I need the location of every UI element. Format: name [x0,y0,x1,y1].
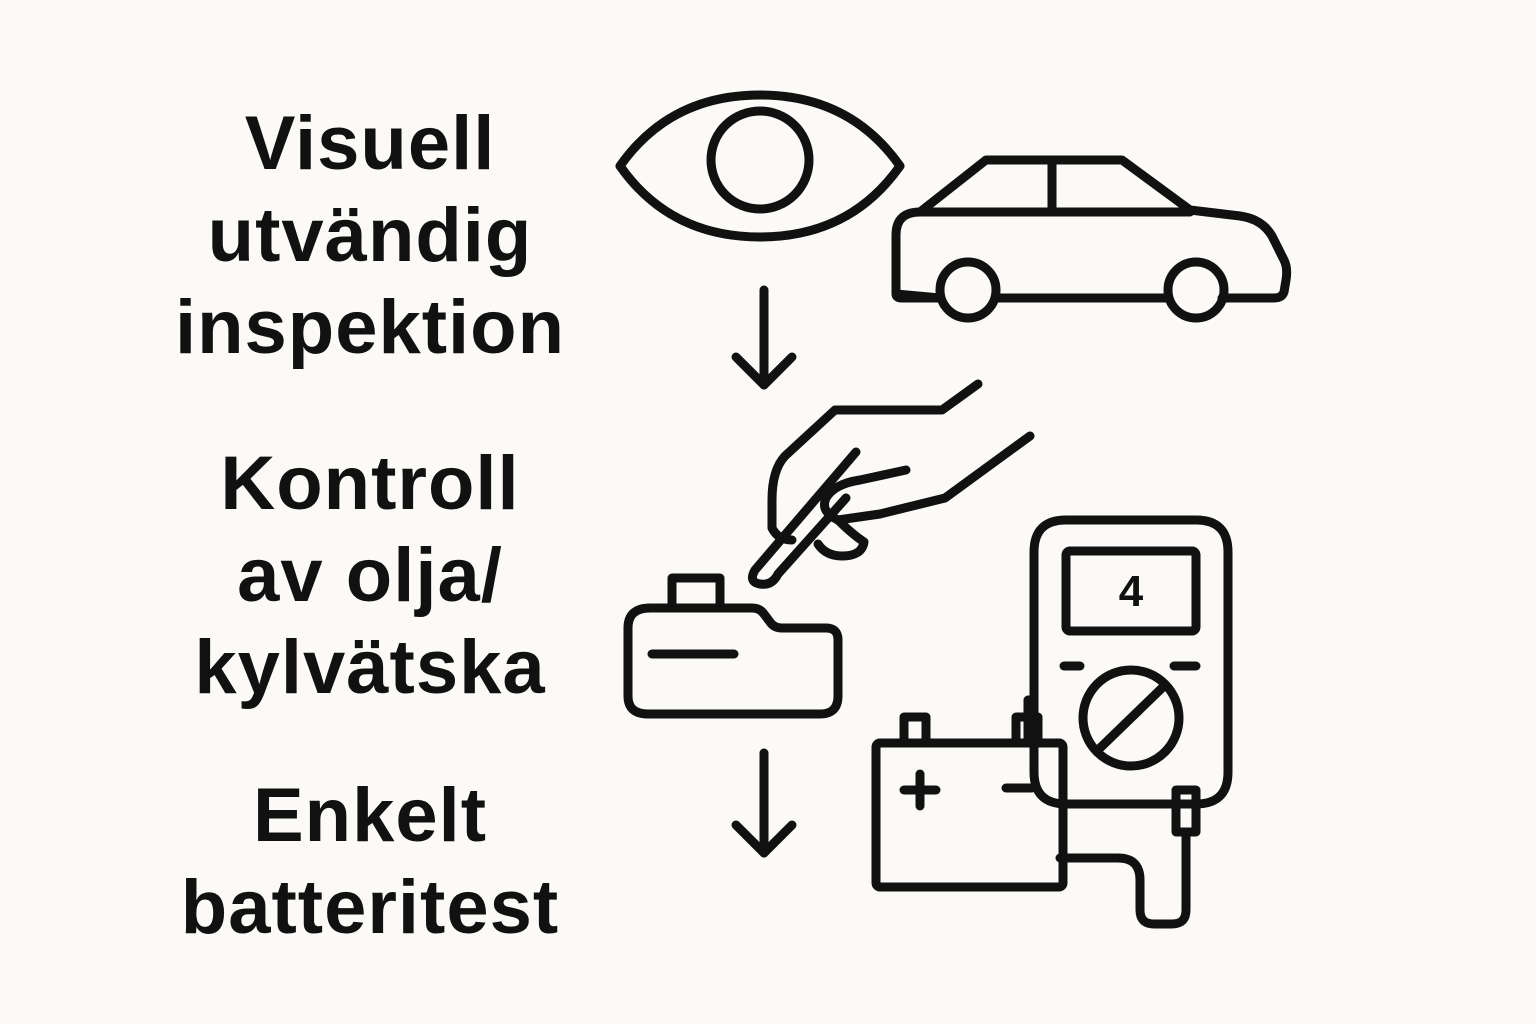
down-arrow-icon [731,285,797,390]
step-fluid-check-label: Kontroll av olja/ kylvätska [140,438,600,714]
step-battery-test-label: Enkelt batteritest [140,770,600,954]
step-label-line: kylvätska [194,625,546,710]
multimeter-display-value: 4 [1119,567,1144,616]
step-label-line: Visuell [244,101,496,186]
step-visual-inspection-label: Visuell utvändig inspektion [140,98,600,374]
step-label-line: utvändig [207,193,533,278]
car-icon [891,155,1292,323]
step-label-line: Enkelt [252,773,488,858]
step-label-line: inspektion [174,285,566,370]
step-label-line: batteritest [180,865,560,950]
step-label-line: av olja/ [237,533,503,618]
eye-icon [615,90,905,242]
step-label-line: Kontroll [220,441,520,526]
test-lead-wire [1023,695,1039,748]
hand-dipstick-icon [747,379,1035,589]
battery-icon [871,712,1068,892]
multimeter-icon: 4 [1029,515,1233,929]
fluid-reservoir-icon [623,573,843,719]
down-arrow-icon [731,748,797,858]
